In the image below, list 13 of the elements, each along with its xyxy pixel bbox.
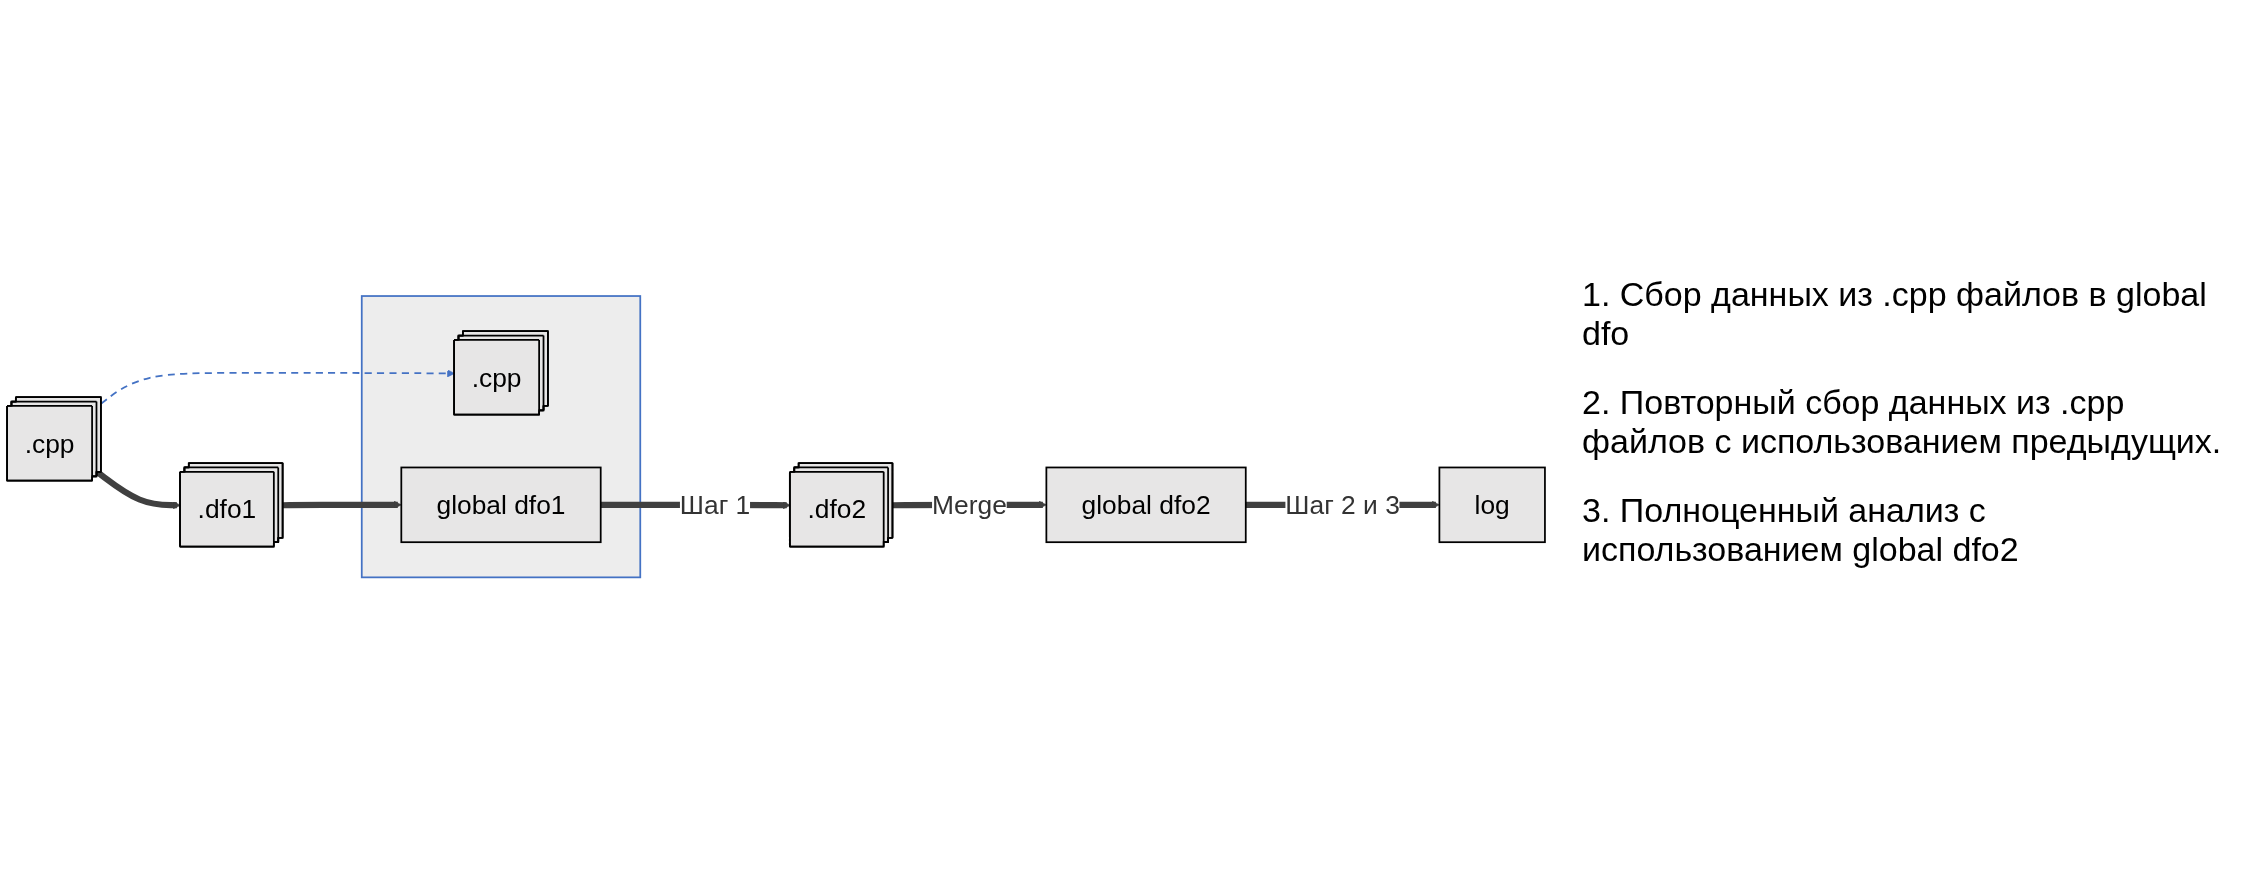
note-text: 3. Полноценный анализ с использованием global dfo2 bbox=[1582, 491, 2020, 569]
note-text: 2. Повторный сбор данных из .cpp файлов с использованием предыдущих. bbox=[1582, 383, 2222, 461]
cluster bbox=[360, 295, 642, 579]
node-box: global dfo1 bbox=[400, 466, 602, 544]
edge-label: Шаг 1 bbox=[679, 490, 751, 520]
arrow bbox=[283, 501, 402, 509]
arrow bbox=[95, 470, 181, 510]
note-text: 1. Сбор данных из .cpp файлов в global dfo bbox=[1582, 275, 2208, 353]
node-box: global dfo2 bbox=[1045, 466, 1247, 544]
edge-label: Merge bbox=[932, 490, 1007, 520]
edge-label: Шаг 2 и 3 bbox=[1285, 490, 1400, 520]
node-box: log bbox=[1438, 466, 1546, 544]
arrow bbox=[100, 369, 455, 405]
